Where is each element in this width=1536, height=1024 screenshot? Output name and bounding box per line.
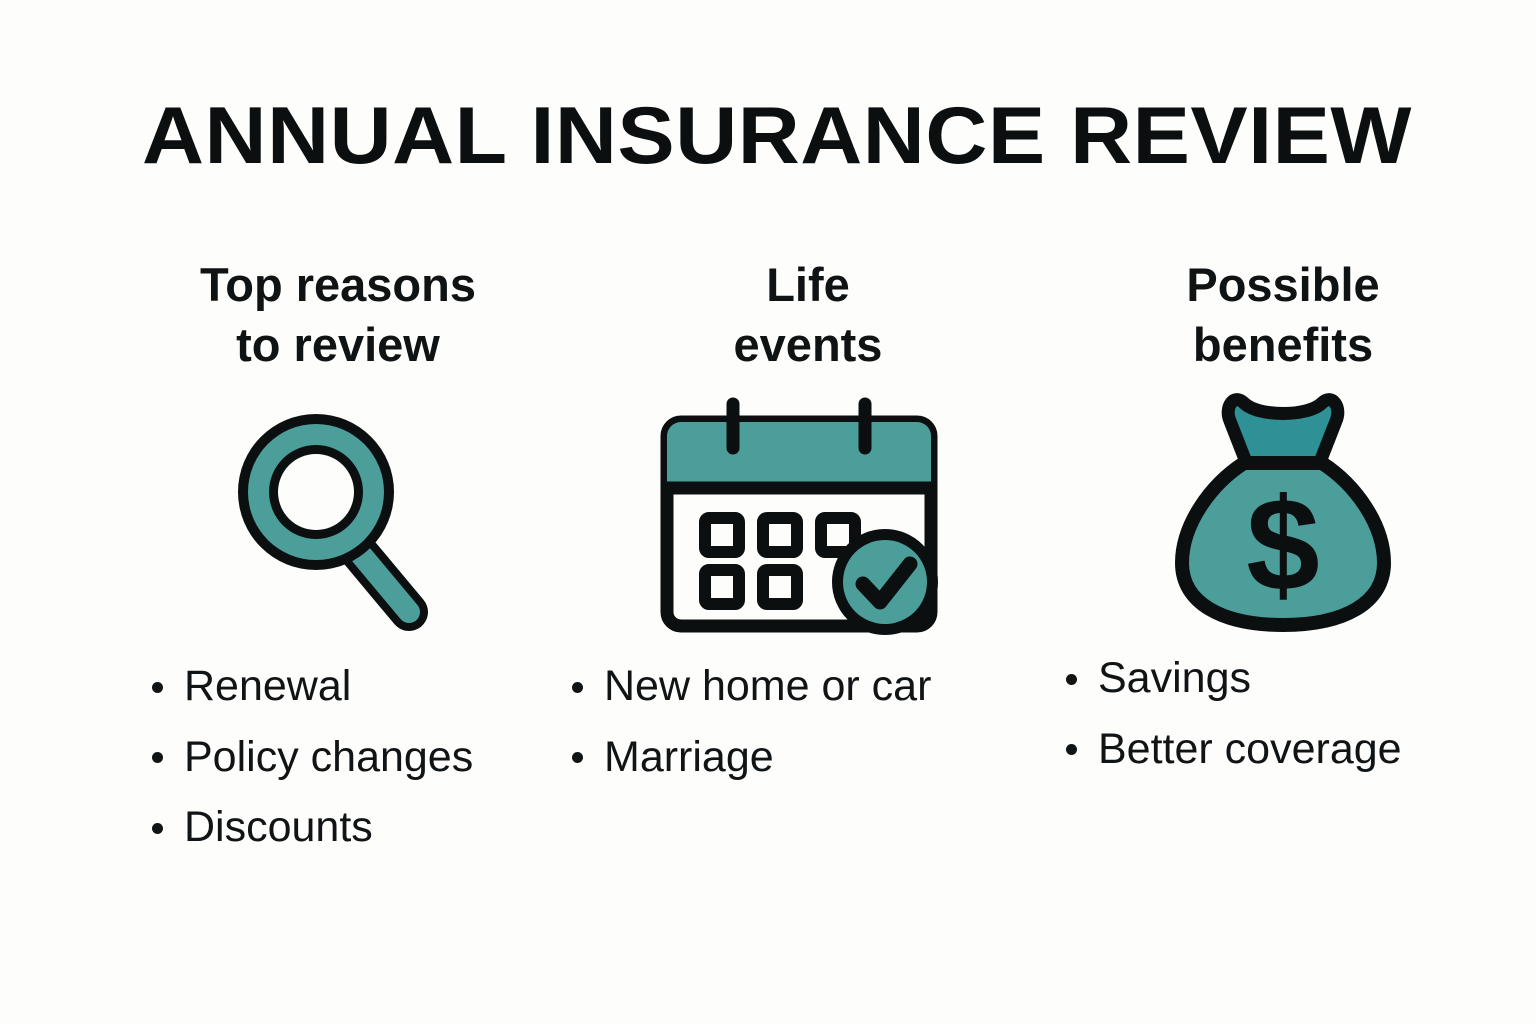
list-item-label: Policy changes (184, 732, 474, 781)
column-top-reasons: Top reasons to review Renewal Policy cha… (118, 255, 558, 955)
icon-slot-magnifying-glass (118, 393, 558, 643)
list-item-label: Marriage (604, 732, 774, 781)
bullet-dot-icon (1066, 744, 1077, 756)
calendar-check-icon (660, 397, 938, 635)
bullet-dot-icon (152, 752, 163, 764)
column-life-events: Life events (568, 255, 1048, 955)
list-item: Policy changes (150, 722, 558, 793)
svg-text:$: $ (1246, 471, 1319, 618)
icon-slot-calendar-check (568, 393, 1048, 643)
list-item-label: New home or car (604, 662, 932, 711)
list-item: Renewal (150, 651, 558, 722)
page-title: ANNUAL INSURANCE REVIEW (142, 91, 1412, 181)
money-bag-icon: $ (1175, 393, 1391, 633)
icon-slot-money-bag: $ (1058, 385, 1508, 635)
list-item: New home or car (570, 651, 1048, 722)
bullet-dot-icon (572, 681, 583, 693)
column-possible-benefits: Possible benefits $ Savings Better cover… (1058, 255, 1508, 955)
list-possible-benefits: Savings Better coverage (1064, 643, 1508, 784)
list-item-label: Better coverage (1098, 724, 1402, 773)
list-item: Discounts (150, 792, 558, 863)
list-top-reasons: Renewal Policy changes Discounts (150, 651, 558, 863)
list-life-events: New home or car Marriage (570, 651, 1048, 792)
bullet-dot-icon (1066, 673, 1077, 685)
column-heading-top-reasons: Top reasons to review (200, 258, 476, 372)
list-item-label: Renewal (184, 662, 352, 711)
bullet-dot-icon (152, 681, 163, 693)
column-heading-possible-benefits: Possible benefits (1186, 258, 1380, 372)
list-item-label: Savings (1098, 654, 1251, 703)
bullet-dot-icon (572, 752, 583, 764)
list-item: Better coverage (1064, 714, 1508, 785)
list-item: Marriage (570, 722, 1048, 793)
column-heading-life-events: Life events (733, 258, 883, 372)
bullet-dot-icon (152, 822, 163, 834)
columns-container: Top reasons to review Renewal Policy cha… (0, 255, 1536, 975)
list-item-label: Discounts (184, 803, 373, 852)
list-item: Savings (1064, 643, 1508, 714)
magnifying-glass-icon (238, 413, 428, 631)
